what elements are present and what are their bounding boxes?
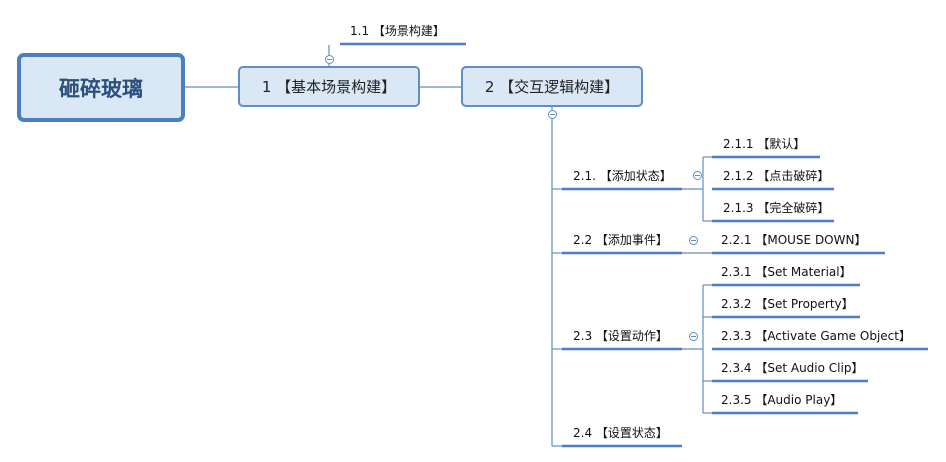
topic-2-3-4[interactable]: 2.3.4 【Set Audio Clip】 xyxy=(721,361,864,375)
topic-2-3-2[interactable]: 2.3.2 【Set Property】 xyxy=(721,297,854,311)
topic-2-2-1[interactable]: 2.2.1 【MOUSE DOWN】 xyxy=(721,233,867,247)
collapse-node-2-2-icon[interactable] xyxy=(689,236,698,245)
node-basic-scene-label: 1 【基本场景构建】 xyxy=(261,78,397,96)
topic-2-3[interactable]: 2.3 【设置动作】 xyxy=(573,329,668,343)
node-interaction-logic-label: 2 【交互逻辑构建】 xyxy=(484,78,620,96)
topic-2-1[interactable]: 2.1. 【添加状态】 xyxy=(573,169,672,183)
topic-1-1[interactable]: 1.1 【场景构建】 xyxy=(350,24,445,38)
collapse-node-1-icon[interactable] xyxy=(325,55,334,64)
node-interaction-logic[interactable]: 2 【交互逻辑构建】 xyxy=(461,66,643,107)
topic-2-3-3[interactable]: 2.3.3 【Activate Game Object】 xyxy=(721,329,911,343)
collapse-node-2-icon[interactable] xyxy=(548,110,557,119)
root-label: 砸碎玻璃 xyxy=(59,76,143,101)
root-node[interactable]: 砸碎玻璃 xyxy=(17,53,185,122)
topic-2-1-2[interactable]: 2.1.2 【点击破碎】 xyxy=(723,169,830,183)
collapse-node-2-1-icon[interactable] xyxy=(693,171,702,180)
topic-2-1-1[interactable]: 2.1.1 【默认】 xyxy=(723,137,806,151)
topic-2-4[interactable]: 2.4 【设置状态】 xyxy=(573,426,668,440)
topic-2-1-3[interactable]: 2.1.3 【完全破碎】 xyxy=(723,201,830,215)
collapse-node-2-3-icon[interactable] xyxy=(689,332,698,341)
topic-2-3-1[interactable]: 2.3.1 【Set Material】 xyxy=(721,265,852,279)
topic-2-3-5[interactable]: 2.3.5 【Audio Play】 xyxy=(721,393,843,407)
node-basic-scene[interactable]: 1 【基本场景构建】 xyxy=(238,66,420,107)
topic-2-2[interactable]: 2.2 【添加事件】 xyxy=(573,233,668,247)
